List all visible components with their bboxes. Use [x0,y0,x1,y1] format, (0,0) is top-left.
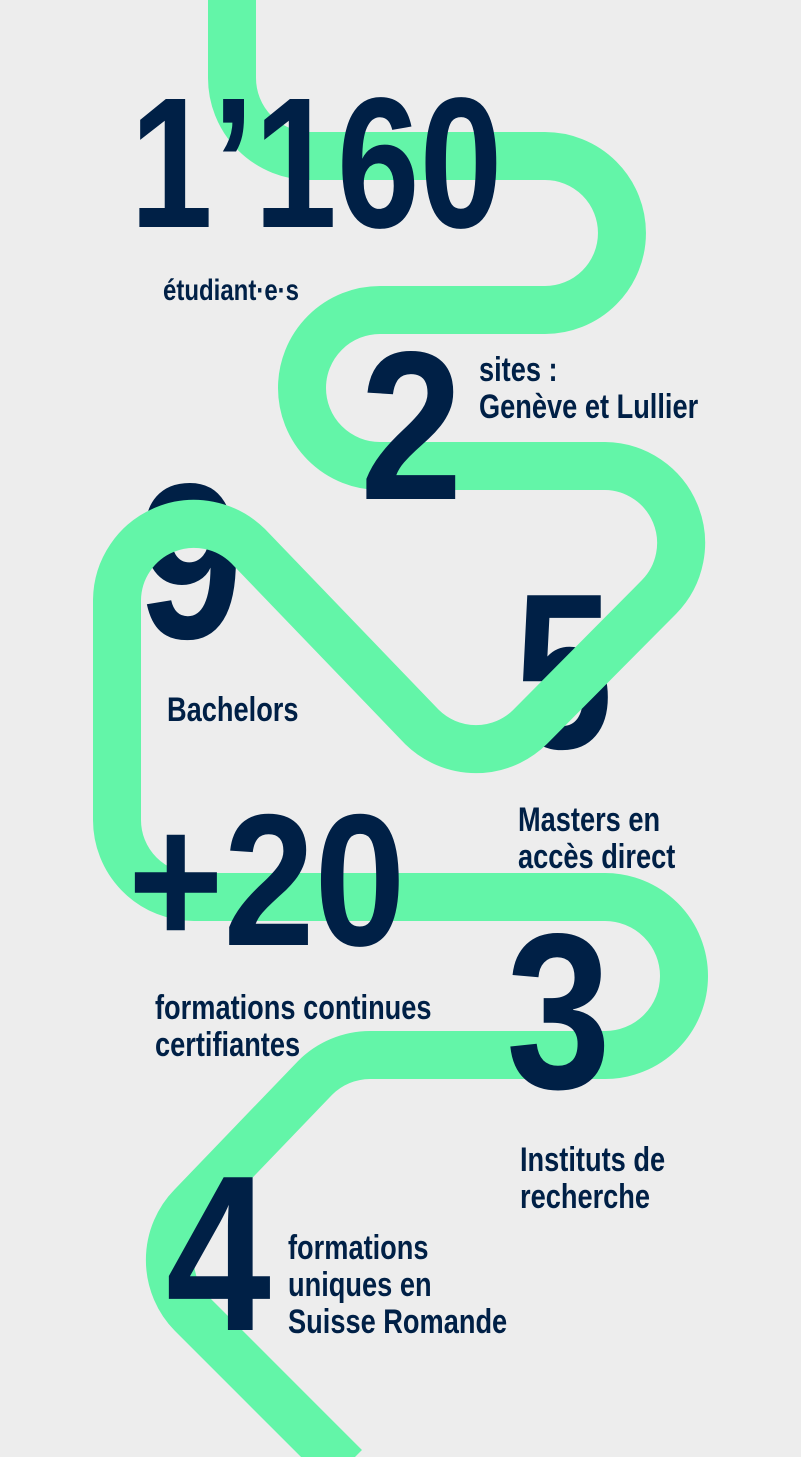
label-line: certifiantes [155,1026,301,1064]
label-line: Genève et Lullier [479,388,699,426]
label-line: sites : [479,351,558,389]
label-line: Masters en [518,801,661,839]
stat-students-number: 1’160 [130,60,503,267]
stat-institutes-label: Instituts de recherche [520,1142,665,1216]
label-line: Instituts de [520,1141,666,1179]
stat-sites-label: sites : Genève et Lullier [479,352,698,426]
label-line: étudiant·e·s [163,274,300,307]
stat-institutes-number: 3 [506,888,611,1136]
label-line: formations [288,1229,429,1267]
label-line: Bachelors [167,691,299,729]
label-line: recherche [520,1178,651,1216]
label-line: Suisse Romande [288,1303,508,1341]
stat-bachelors-label: Bachelors [167,692,299,729]
stat-masters-label: Masters en accès direct [518,802,675,876]
winding-route [93,0,708,1457]
stat-continuing-education-number: +20 [128,775,406,985]
stat-unique-programs-number: 4 [166,1130,271,1378]
stat-continuing-education-label: formations continues certifiantes [155,990,432,1064]
label-line: formations continues [155,989,432,1027]
stat-students-label: étudiant·e·s [163,272,299,309]
label-line: accès direct [518,838,676,876]
label-line: uniques en [288,1266,432,1304]
stat-unique-programs-label: formations uniques en Suisse Romande [288,1230,507,1341]
stat-sites-number: 2 [360,307,463,544]
